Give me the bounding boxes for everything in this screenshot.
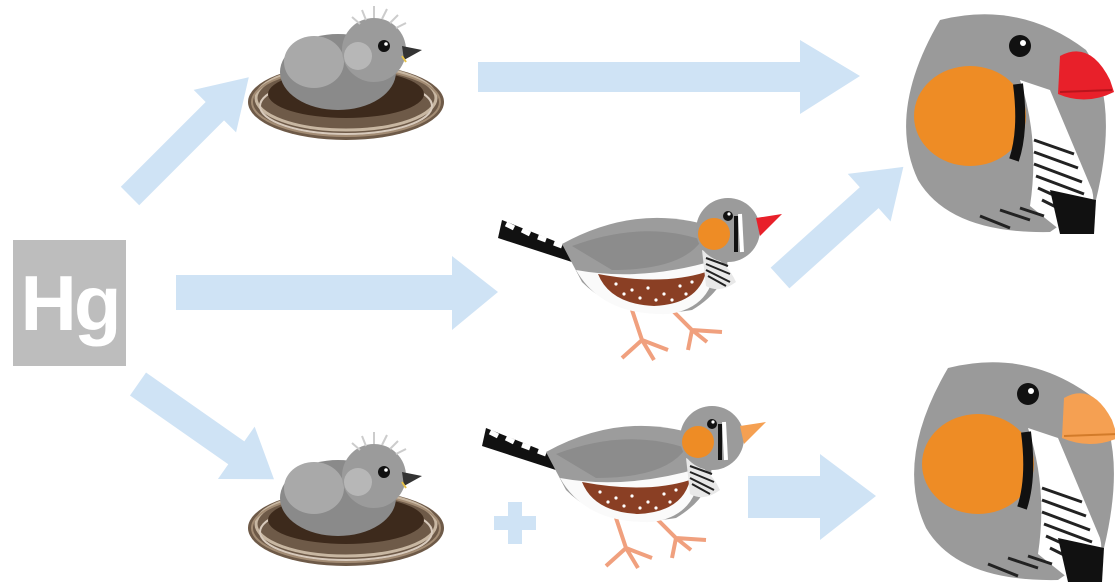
mercury-symbol: Hg xyxy=(20,259,122,347)
arrow-icon xyxy=(770,166,904,289)
plus-icon xyxy=(494,502,536,544)
chick-in-nest-icon xyxy=(246,430,446,568)
mercury-element-tile: Hg xyxy=(13,240,126,366)
arrow-icon xyxy=(129,372,274,480)
adult-male-finch-icon xyxy=(498,198,782,360)
arrow-icon xyxy=(748,454,876,540)
finch-head-red-beak-icon xyxy=(906,14,1114,234)
chick-in-nest-icon xyxy=(246,4,446,142)
arrow-icon xyxy=(120,77,249,206)
adult-male-finch-icon xyxy=(482,406,766,568)
arrow-icon xyxy=(478,40,860,114)
arrow-icon xyxy=(176,256,498,330)
finch-head-orange-beak-icon xyxy=(914,362,1115,582)
